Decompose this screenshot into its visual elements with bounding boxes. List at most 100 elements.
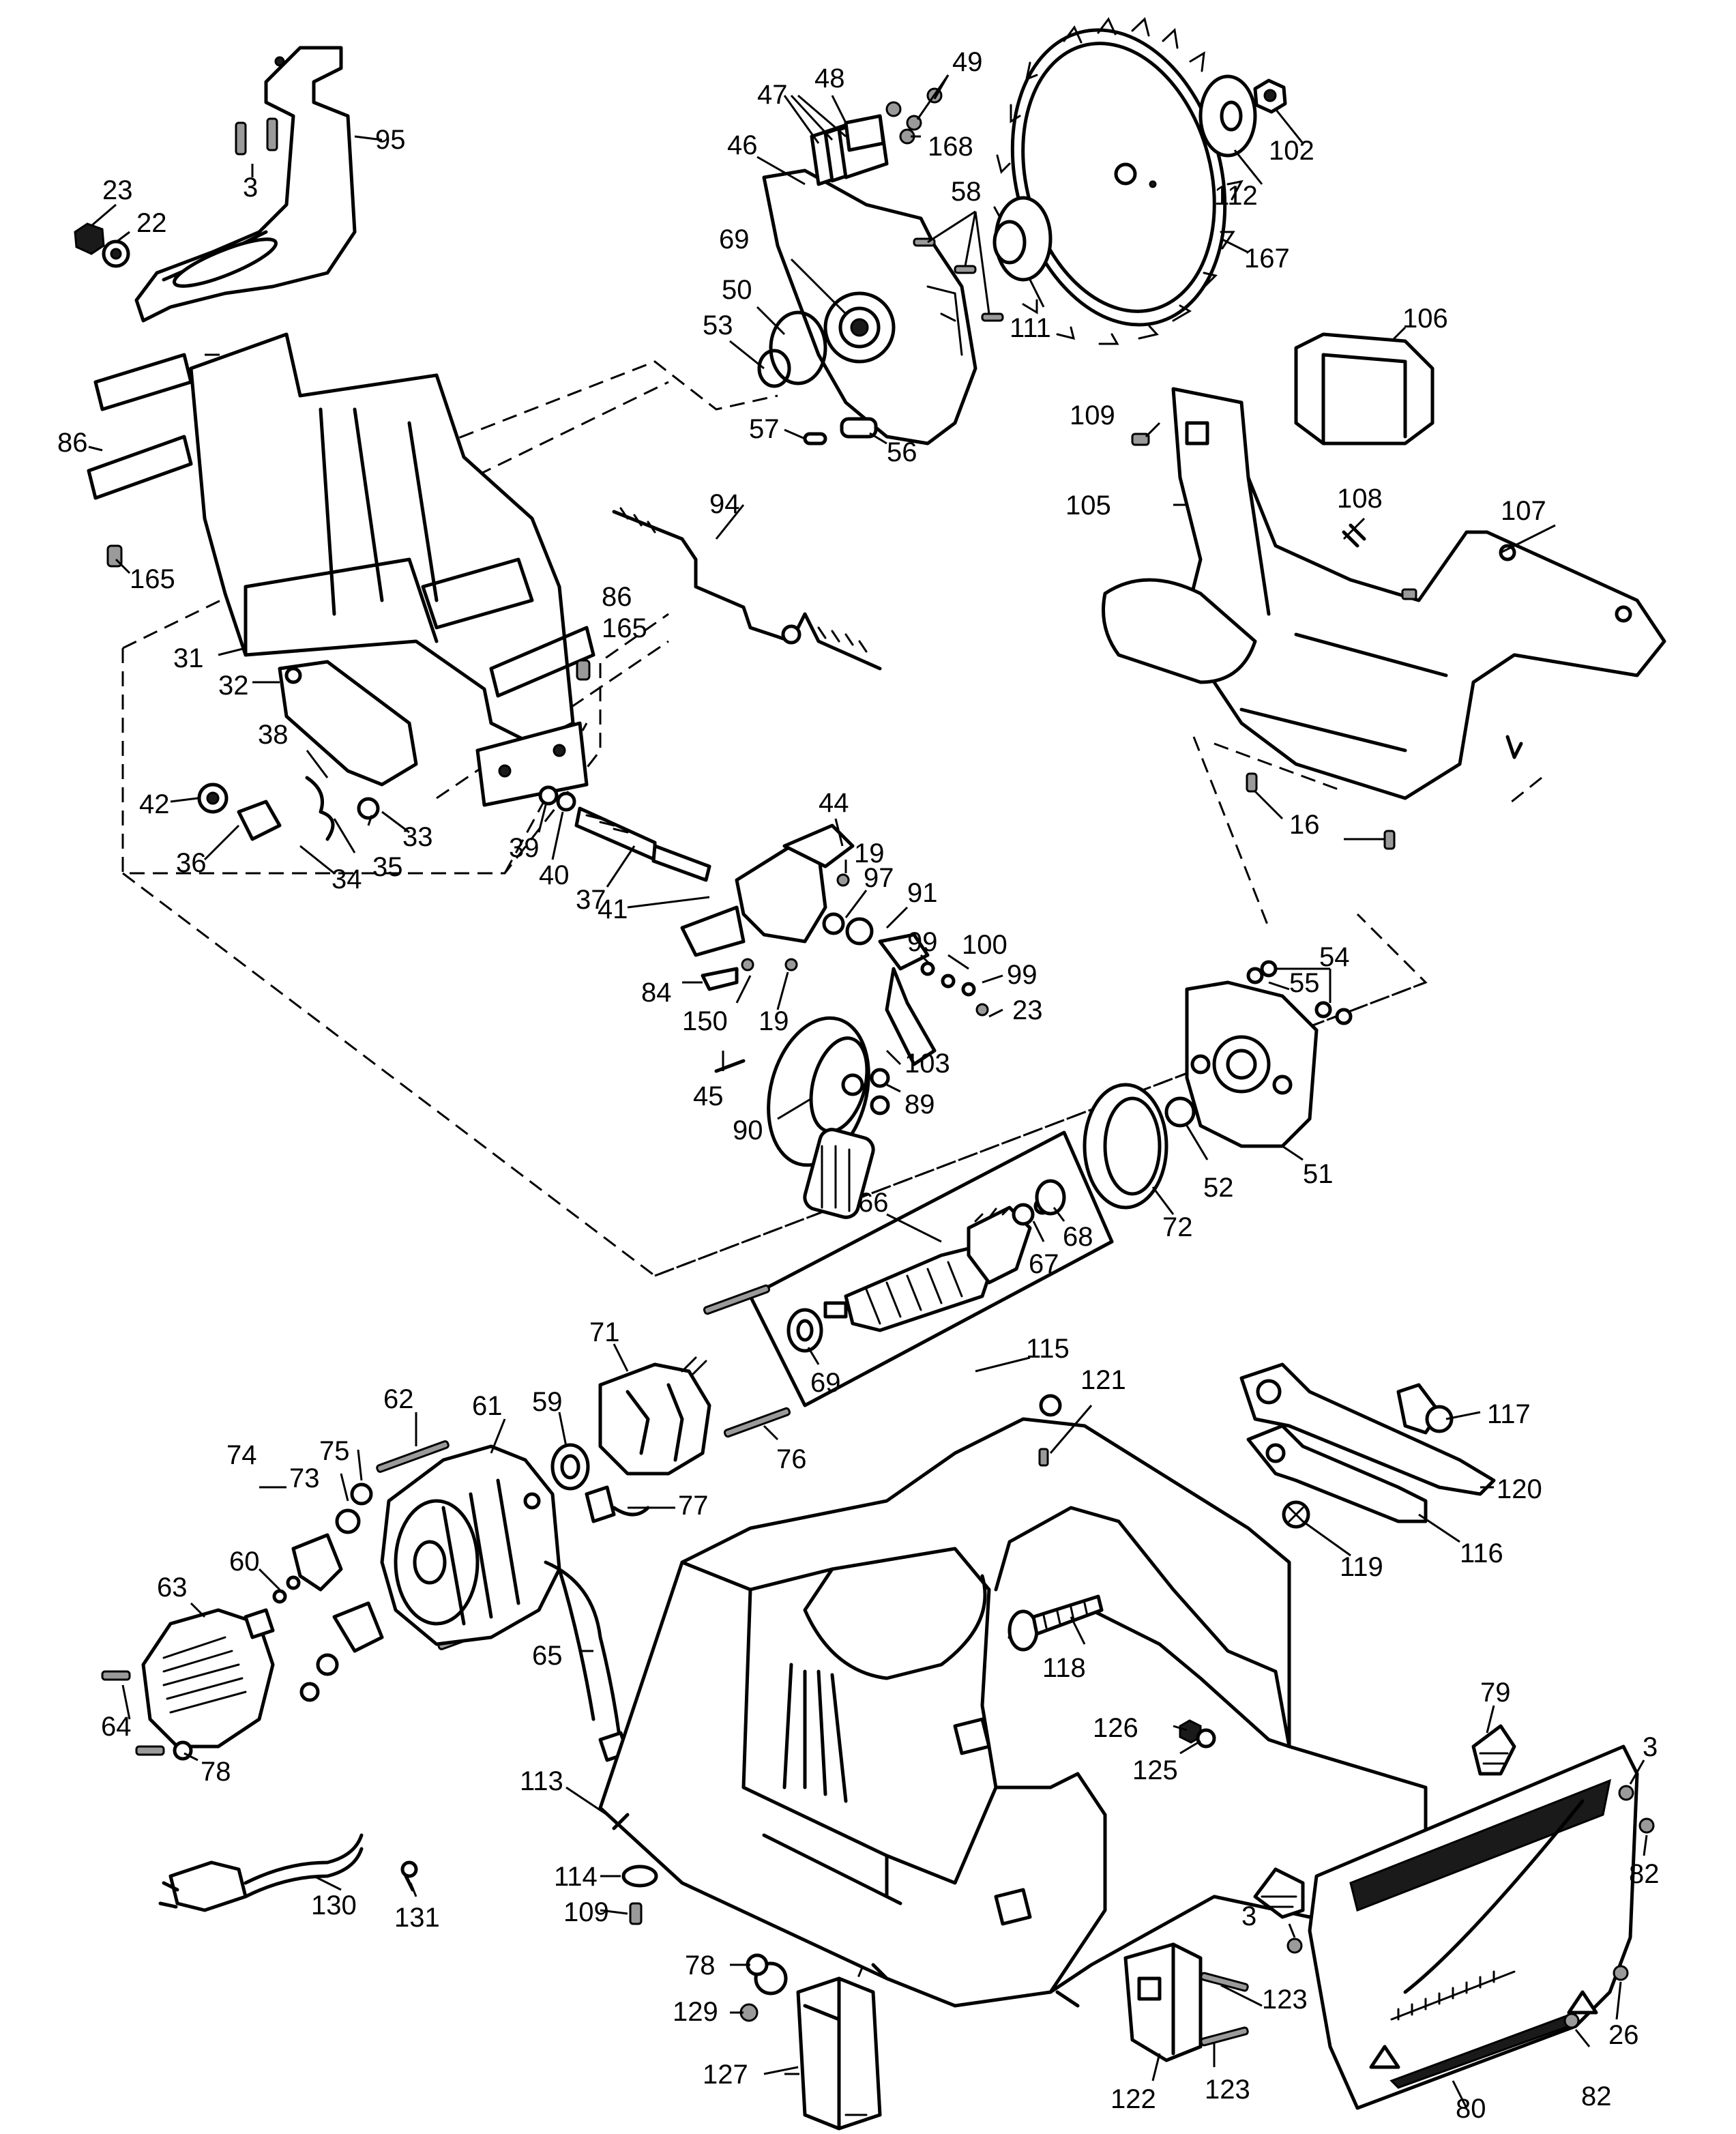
bevel-scale-80 — [1308, 1744, 1639, 2110]
base-113 — [598, 1394, 1428, 2008]
callout-95: 95 — [375, 125, 406, 155]
callout-100: 100 — [962, 930, 1007, 960]
callout-33: 33 — [402, 822, 433, 852]
callout-60: 60 — [229, 1547, 260, 1577]
callout-63: 63 — [157, 1573, 188, 1603]
callout-23b: 23 — [1012, 995, 1043, 1025]
callout-114: 114 — [554, 1862, 598, 1892]
callout-50: 50 — [722, 275, 752, 305]
callout-109b: 109 — [563, 1897, 609, 1927]
screw-121 — [1038, 1448, 1049, 1467]
callout-126: 126 — [1093, 1713, 1138, 1743]
callout-71: 71 — [589, 1317, 620, 1347]
callout-131: 131 — [394, 1903, 440, 1933]
fan-baffle-72 — [1083, 1083, 1168, 1210]
wing-nut-117 — [1396, 1383, 1454, 1435]
trunnion-plate-32 — [278, 660, 418, 787]
callout-72: 72 — [1162, 1212, 1193, 1242]
callout-167: 167 — [1244, 244, 1290, 274]
armature-66 — [823, 1179, 1066, 1332]
callout-58: 58 — [951, 177, 982, 207]
callout-127: 127 — [703, 2060, 748, 2090]
callout-55: 55 — [1289, 968, 1320, 998]
callout-120: 120 — [1497, 1474, 1542, 1504]
callout-77: 77 — [678, 1491, 709, 1521]
switch-122 — [1123, 1942, 1249, 2062]
callout-45: 45 — [693, 1081, 724, 1111]
callout-82: 82 — [1629, 1859, 1660, 1889]
cord-clamp-78 — [746, 1953, 788, 1996]
callout-129: 129 — [673, 1997, 718, 2027]
callout-90: 90 — [733, 1115, 763, 1145]
gear-case-46 — [762, 169, 977, 445]
callout-64: 64 — [101, 1712, 132, 1742]
callout-62: 62 — [383, 1384, 414, 1414]
screws-16-109 — [1131, 433, 1523, 850]
leader-lines — [88, 74, 1648, 2109]
callout-165b: 165 — [602, 613, 647, 643]
callout-99: 99 — [907, 927, 938, 957]
callout-115: 115 — [1026, 1334, 1070, 1364]
end-cap-63 — [141, 1608, 275, 1749]
callout-97: 97 — [864, 863, 894, 893]
callout-107: 107 — [1501, 496, 1546, 526]
callout-51: 51 — [1303, 1159, 1334, 1189]
armature-box — [748, 1130, 1114, 1407]
wrench-116 — [1246, 1424, 1428, 1523]
callout-76: 76 — [776, 1444, 807, 1474]
callout-69b: 69 — [810, 1368, 841, 1398]
callout-labels: 95 3 23 22 86 165 31 86 165 32 38 42 36 … — [57, 47, 1660, 2124]
callout-82b: 82 — [1581, 2081, 1612, 2111]
flange-111 — [992, 196, 1053, 282]
callout-26: 26 — [1608, 2020, 1639, 2050]
dust-chute-106 — [1294, 332, 1435, 445]
bearing-69 — [786, 1308, 823, 1353]
callout-86b: 86 — [602, 582, 632, 612]
screw-pair-3 — [235, 117, 278, 156]
callout-84: 84 — [641, 978, 672, 1008]
callout-122: 122 — [1110, 2084, 1156, 2114]
bearing-59 — [550, 1443, 590, 1491]
callout-54: 54 — [1319, 942, 1350, 972]
field-71 — [598, 1356, 711, 1476]
callout-22: 22 — [136, 208, 167, 238]
callout-40: 40 — [539, 860, 570, 890]
callout-16: 16 — [1289, 810, 1320, 840]
callout-57: 57 — [749, 414, 780, 444]
callout-103: 103 — [904, 1049, 950, 1079]
callout-116: 116 — [1460, 1538, 1503, 1568]
callout-106: 106 — [1402, 304, 1448, 334]
callout-42: 42 — [139, 789, 170, 819]
callout-113: 113 — [520, 1766, 563, 1796]
callout-49: 49 — [952, 47, 983, 77]
callout-3c: 3 — [1241, 1901, 1256, 1931]
callout-23: 23 — [102, 175, 133, 205]
callout-35: 35 — [372, 852, 403, 882]
callout-39: 39 — [509, 833, 540, 863]
callout-19: 19 — [759, 1006, 789, 1036]
blade-guard-support — [134, 46, 357, 323]
carriage-bolt-118 — [1007, 1594, 1104, 1652]
callout-94: 94 — [709, 489, 740, 519]
callout-121: 121 — [1080, 1365, 1126, 1395]
knob-parts-36-42 — [197, 776, 380, 841]
callout-130: 130 — [311, 1890, 357, 1920]
cradle-frame — [189, 332, 595, 807]
motor-housing-51 — [1164, 960, 1353, 1148]
callout-78b: 78 — [685, 1950, 716, 1980]
callout-59: 59 — [532, 1387, 563, 1417]
callout-19b: 19 — [854, 838, 885, 868]
callout-73: 73 — [289, 1463, 320, 1493]
callout-119: 119 — [1340, 1552, 1383, 1582]
ring-50-53 — [757, 310, 827, 388]
callout-46: 46 — [727, 130, 758, 160]
callout-65: 65 — [532, 1641, 563, 1671]
callout-102: 102 — [1269, 136, 1314, 166]
knob-119 — [1282, 1500, 1310, 1529]
callout-123b: 123 — [1205, 2075, 1250, 2105]
callout-52: 52 — [1203, 1173, 1234, 1203]
callout-79: 79 — [1480, 1678, 1511, 1708]
callout-74: 74 — [226, 1440, 257, 1470]
